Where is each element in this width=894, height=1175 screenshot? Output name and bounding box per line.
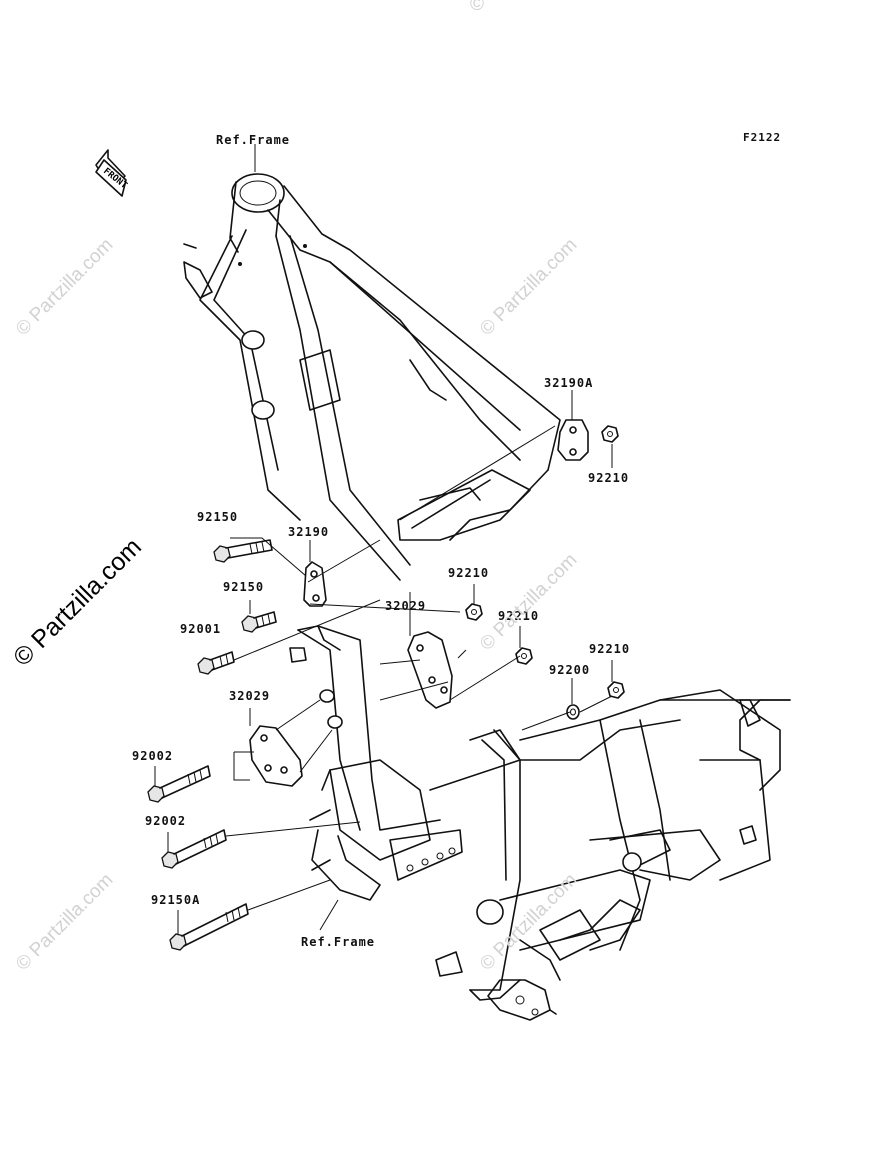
bolt-92150-b-icon <box>241 611 277 633</box>
part-label-32029-b[interactable]: 32029 <box>229 689 271 703</box>
part-label-32190A[interactable]: 32190A <box>544 376 594 390</box>
part-label-92210-d[interactable]: 92210 <box>589 642 631 656</box>
diagram-code: F2122 <box>743 131 782 144</box>
ref-frame-bottom-label: Ref.Frame <box>301 935 376 949</box>
part-label-92002-a[interactable]: 92002 <box>132 749 174 763</box>
upper-frame <box>183 173 561 581</box>
bolt-92002-b-icon <box>161 829 227 869</box>
bracket-32029-upper <box>407 631 453 709</box>
leader-lines <box>154 144 613 934</box>
part-label-92210-a[interactable]: 92210 <box>588 471 630 485</box>
nut-92210-a-icon <box>601 425 619 443</box>
bolt-92150-a-icon <box>213 539 273 563</box>
part-label-92210-c[interactable]: 92210 <box>498 609 540 623</box>
bracket-32190A <box>557 419 589 461</box>
lower-frame <box>289 625 791 1021</box>
part-label-92200[interactable]: 92200 <box>549 663 591 677</box>
part-label-92150-b[interactable]: 92150 <box>223 580 265 594</box>
part-label-92150-a[interactable]: 92150 <box>197 510 239 524</box>
part-label-92001[interactable]: 92001 <box>180 622 222 636</box>
bolt-92150A-icon <box>169 903 249 951</box>
part-label-92210-b[interactable]: 92210 <box>448 566 490 580</box>
bolt-92002-a-icon <box>147 765 211 803</box>
washer-92200-icon <box>566 704 580 720</box>
watermark-top-partial: © <box>470 0 484 15</box>
bracket-32190 <box>303 561 327 607</box>
part-label-32190[interactable]: 32190 <box>288 525 330 539</box>
ref-frame-top-label: Ref.Frame <box>216 133 291 147</box>
bracket-32029-lower <box>249 725 303 787</box>
bolt-92001-icon <box>197 651 235 675</box>
nut-92210-c-icon <box>515 647 533 665</box>
part-label-32029-a[interactable]: 32029 <box>385 599 427 613</box>
nut-92210-b-icon <box>465 603 483 621</box>
nut-92210-d-icon <box>607 681 625 699</box>
front-arrow-icon: FRONT <box>95 149 129 197</box>
part-label-92002-b[interactable]: 92002 <box>145 814 187 828</box>
part-label-92150A[interactable]: 92150A <box>151 893 201 907</box>
